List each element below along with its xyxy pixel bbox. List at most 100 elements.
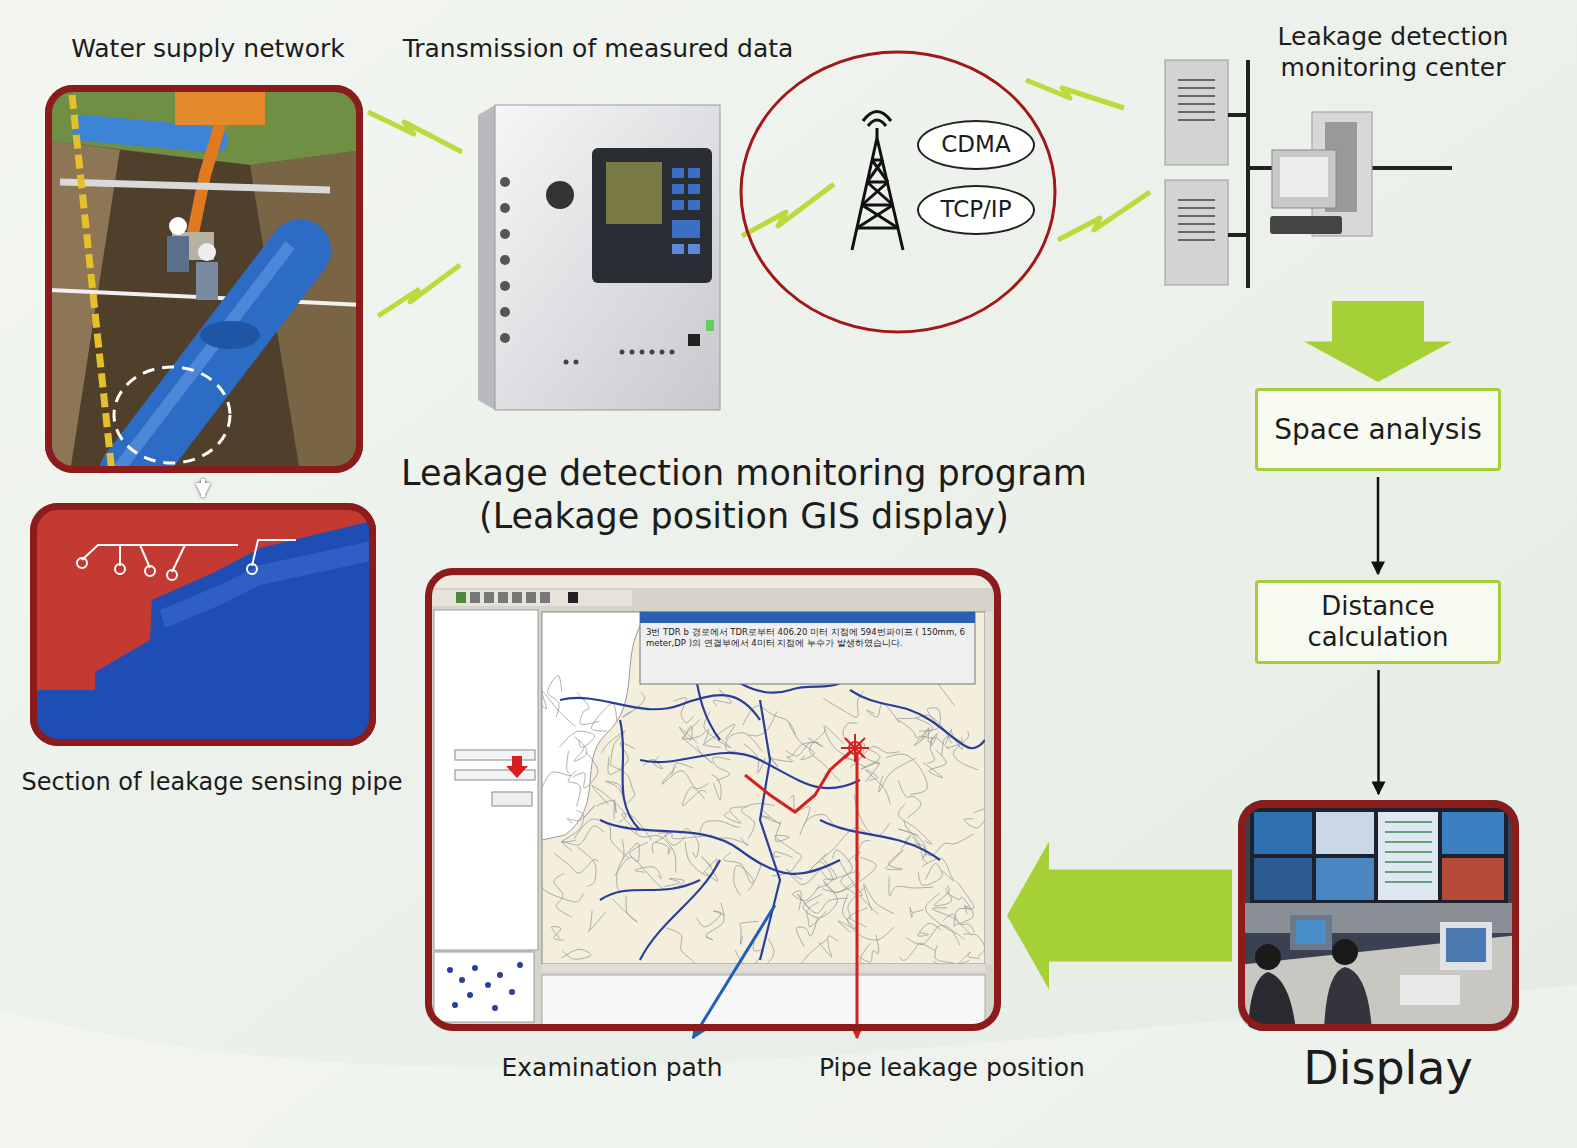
caption-block: Leakage detection monitoring program (Le… [359,452,1129,537]
gis-screenshot [497,972,503,978]
map-road [635,867,662,879]
map-road [679,726,697,743]
map-road [542,751,571,791]
gis-screenshot [540,592,550,603]
antenna-tower [868,120,886,126]
leak-marker [841,734,869,762]
caption: Leakage detection monitoring center [1253,22,1533,83]
map-road [898,780,921,818]
wireless-bolt [1058,192,1150,240]
antenna-tower [857,160,898,228]
map-road [592,785,626,822]
pipe-network [560,620,985,960]
map-road [810,854,833,889]
map-road [574,737,587,762]
map-road [743,706,796,735]
map-road [626,826,676,873]
map-road [787,742,819,761]
control-room-photo [1446,928,1486,962]
control-room-photo [1316,858,1374,900]
node-label: Distance calculation [1268,591,1488,653]
data-logger-device [650,350,655,355]
data-logger-device [500,255,510,265]
map-road [723,852,761,883]
map-road [574,819,628,857]
map-road [786,738,823,756]
map-road [901,835,926,857]
label-block: 3번 TDR b 경로에서 TDR로부터 406.20 미터 지점에 594번파… [646,627,968,648]
sensing-pipe-photo [252,540,296,566]
caption: Section of leakage sensing pipe [21,768,402,797]
data-logger-device [478,105,720,410]
caption-block: Display [1303,1040,1473,1096]
pipe-trench-photo [200,321,260,349]
block-arrow [1007,842,1232,990]
map-road [744,744,766,773]
map-road [652,843,671,855]
map-road [800,814,843,835]
data-logger-device [592,148,712,283]
map-road [918,923,942,936]
data-logger-device [672,168,684,178]
gis-screenshot [455,750,535,760]
pipe-trench-photo [60,182,330,190]
map-road [671,763,693,775]
gis-screenshot [452,1002,458,1008]
gis-screenshot [455,770,535,780]
sensing-pipe-photo [115,564,125,574]
map-road [946,729,963,749]
caption-block: Water supply network [71,34,345,65]
map-road [655,832,686,845]
data-logger-device [672,220,700,238]
map-road [608,743,635,775]
control-room-photo [1238,800,1519,1031]
map-road [904,820,927,864]
map-road [713,690,731,706]
map-road [879,758,916,792]
map-road [786,867,821,885]
server-network [1165,180,1228,285]
gis-screenshot [640,612,975,684]
map-road [554,853,598,873]
map-road [819,936,839,957]
map-road [588,910,606,931]
data-logger-device [688,168,700,178]
map-road [923,750,946,777]
pipe-trench-photo [50,290,363,305]
gis-screenshot [472,965,478,971]
caption-block: Transmission of measured data [403,34,794,65]
wireless-bolt [378,265,460,316]
pipe-trench-photo [70,150,300,473]
map-road [847,908,893,940]
server-network [1228,233,1248,237]
antenna-tower [876,128,879,138]
map-road [866,770,891,805]
server-network [1246,60,1250,288]
data-logger-device [574,360,579,365]
control-room-photo [1385,871,1432,873]
map-road [963,934,985,956]
control-room-photo [1385,821,1432,823]
map-road [843,723,880,765]
data-logger-device [478,105,495,410]
pipe-network [760,700,780,960]
gis-screenshot [425,568,1001,1031]
map-road [914,718,932,745]
network-circle [741,52,1055,332]
photo-frame: Section of leakage sensing pipe [30,503,376,746]
map-road [809,729,840,782]
map-road [562,826,604,851]
caption: Water supply network [71,34,345,65]
flow-arrow [201,479,205,497]
map-road [954,881,974,927]
control-room-photo [1238,935,1519,1031]
data-logger: Transmission of measured data [478,105,722,411]
server-network [1325,122,1357,212]
data-logger-device [564,360,569,365]
data-logger-device [688,184,700,194]
control-room-photo [1238,800,1519,1031]
caption-block: Section of leakage sensing pipe [21,768,402,797]
pipe-trench-photo [118,245,290,470]
